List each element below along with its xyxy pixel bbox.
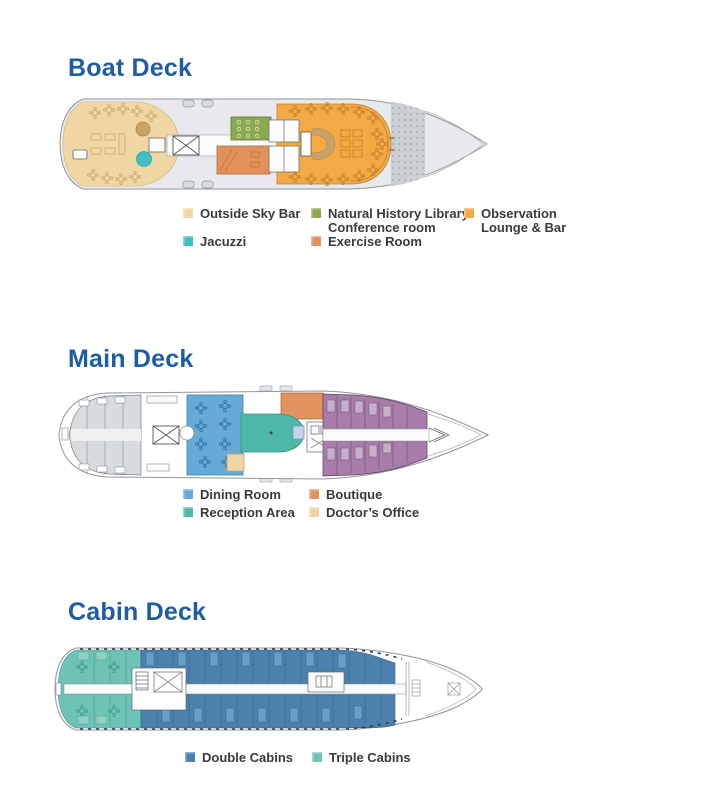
- legend-item-boutique: Boutique: [309, 488, 382, 502]
- stair-block: [131, 667, 187, 711]
- legend-swatch: [309, 507, 319, 517]
- double-cabin-partitions: [145, 650, 382, 728]
- main-deck-title: Main Deck: [68, 345, 194, 373]
- legend-item-double-cabins: Double Cabins: [185, 751, 293, 765]
- legend-label: Doctor’s Office: [326, 505, 420, 520]
- legend-label-line2: Lounge & Bar: [481, 220, 567, 235]
- cabin-corridor: [63, 683, 407, 695]
- pantry-room: [148, 137, 166, 153]
- cabin-corridor: [322, 428, 430, 442]
- legend-swatch: [183, 236, 193, 246]
- legend-item-exercise-room: Exercise Room: [311, 235, 422, 249]
- cabin-deck-title: Cabin Deck: [68, 598, 207, 626]
- legend-item-jacuzzi: Jacuzzi: [183, 235, 246, 249]
- bar-planter: [135, 121, 151, 137]
- jacuzzi-pool: [136, 151, 152, 167]
- reception-desk: [292, 425, 305, 440]
- legend-label: Natural History Library: [328, 206, 469, 221]
- stairs: [152, 425, 180, 445]
- library-chairs: [236, 119, 260, 139]
- lounge-tables: [289, 102, 388, 186]
- legend-label: Outside Sky Bar: [200, 206, 301, 221]
- bow-stairs: [428, 427, 450, 443]
- legend-label: Observation: [481, 206, 557, 221]
- crew-rooms: [71, 395, 141, 475]
- boat-deck-plan: [59, 98, 488, 190]
- legend-swatch: [183, 507, 193, 517]
- legend-swatch: [185, 752, 195, 762]
- lounge-bar-counter: [300, 131, 312, 157]
- legend-item-observation-lounge: Observation Lounge & Bar: [464, 207, 566, 235]
- exercise-room-zone: [216, 145, 271, 175]
- legend-swatch: [311, 236, 321, 246]
- legend-item-doctors-office: Doctor’s Office: [309, 506, 419, 520]
- cabin-deck-plan: [54, 647, 483, 731]
- legend-label: Jacuzzi: [200, 234, 247, 249]
- boat-deck-title: Boat Deck: [68, 54, 193, 82]
- main-deck-plan: [58, 385, 490, 483]
- legend-item-reception-area: Reception Area: [183, 506, 295, 520]
- buffet: [179, 425, 195, 441]
- legend-label-line2: Conference room: [328, 220, 436, 235]
- boutique-zone: [280, 392, 324, 420]
- legend-item-library: Natural History Library Conference room: [311, 207, 469, 235]
- sky-bar-counter: [72, 149, 88, 160]
- legend-label: Double Cabins: [202, 750, 294, 765]
- sky-bar-furniture: [87, 103, 157, 185]
- legend-item-outside-sky-bar: Outside Sky Bar: [183, 207, 300, 221]
- legend-swatch: [464, 208, 474, 218]
- lounge-horseshoe-bar: [312, 127, 336, 161]
- legend-label: Reception Area: [200, 505, 295, 520]
- doctors-office-zone: [226, 453, 245, 472]
- legend-label: Triple Cabins: [329, 750, 411, 765]
- legend-label: Dining Room: [200, 487, 281, 502]
- cabin-partitions: [326, 396, 408, 474]
- service-rooms: [268, 119, 300, 173]
- mid-lobby: [307, 671, 345, 693]
- legend-item-dining-room: Dining Room: [183, 488, 281, 502]
- legend-label: Exercise Room: [328, 234, 422, 249]
- bow-details: [405, 662, 461, 716]
- legend-swatch: [183, 489, 193, 499]
- lifeboats: [182, 99, 214, 189]
- legend-swatch: [309, 489, 319, 499]
- legend-item-triple-cabins: Triple Cabins: [312, 751, 411, 765]
- legend-label: Boutique: [326, 487, 383, 502]
- legend-swatch: [312, 752, 322, 762]
- legend-swatch: [183, 208, 193, 218]
- legend-swatch: [311, 208, 321, 218]
- stairs: [172, 135, 200, 156]
- outside-sky-bar-zone: [62, 101, 180, 187]
- triple-cabin-details: [76, 650, 127, 728]
- exercise-equipment: [219, 149, 260, 173]
